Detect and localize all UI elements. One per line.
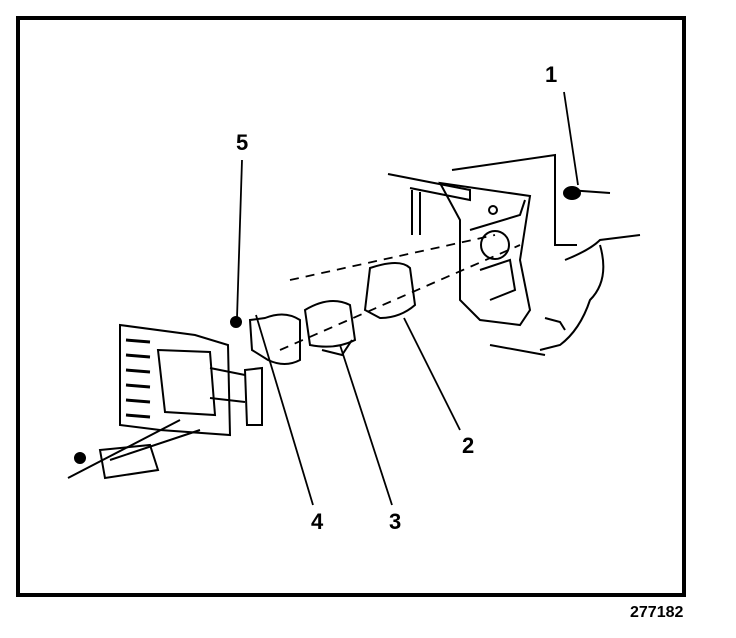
callout-3: 3 (389, 509, 402, 534)
callout-4: 4 (311, 509, 324, 534)
callout-2: 2 (462, 433, 475, 458)
corner-lamp-assembly (67, 316, 263, 480)
radiator-support (387, 153, 577, 327)
callout-5: 5 (236, 130, 249, 155)
diagram-frame (16, 16, 686, 597)
assembly-dashed-lines (279, 160, 556, 351)
headlamp-parts (248, 262, 417, 365)
callout-1: 1 (545, 62, 558, 87)
leader-lines (236, 91, 579, 506)
figure-number: 277182 (630, 604, 684, 621)
wiring-harness (489, 186, 641, 356)
